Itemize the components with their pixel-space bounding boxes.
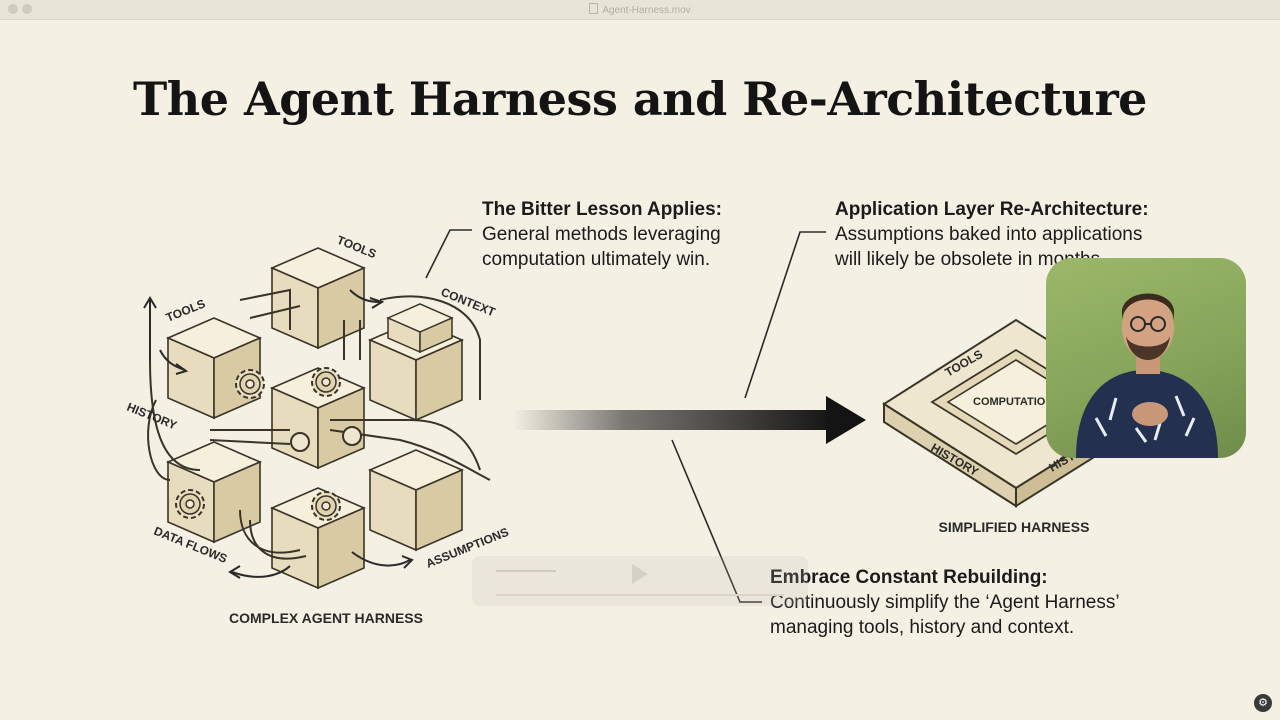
presenter-video (1076, 293, 1218, 458)
label-tools-top: TOOLS (335, 233, 378, 261)
label-tools-left: TOOLS (164, 296, 207, 324)
callout-text: Continuously simplify the ‘Agent Harness… (770, 592, 1120, 613)
gear-icon (311, 491, 341, 521)
gear-icon (311, 367, 341, 397)
complex-harness-illustration: TOOLS TOOLS CONTEXT HISTORY DATA FLOWS A… (125, 233, 511, 626)
callout-rebuilding: Embrace Constant Rebuilding: Continuousl… (770, 565, 1120, 640)
callout-text: General methods leveraging (482, 224, 721, 245)
document-icon (589, 3, 599, 14)
callout-text: will likely be obsolete in months. (835, 249, 1106, 270)
callout-text: computation ultimately win. (482, 249, 711, 270)
complex-harness-caption: COMPLEX AGENT HARNESS (229, 610, 423, 626)
callout-heading: Embrace Constant Rebuilding: (770, 567, 1048, 588)
minimize-window-button[interactable] (22, 4, 32, 14)
window-titlebar: Agent-Harness.mov (0, 0, 1280, 20)
player-controls-graphic (496, 564, 784, 596)
document-title-text: Agent-Harness.mov (602, 5, 691, 16)
callout-heading: The Bitter Lesson Applies: (482, 199, 722, 220)
webcam-overlay (1046, 258, 1246, 458)
close-window-button[interactable] (8, 4, 18, 14)
label-context: CONTEXT (439, 285, 498, 320)
callout-leader-lines (425, 229, 826, 603)
callout-app-layer: Application Layer Re-Architecture: Assum… (835, 197, 1149, 272)
video-player-controls[interactable] (472, 556, 808, 606)
play-icon[interactable] (632, 564, 648, 584)
player-settings-icon[interactable]: ⚙ (1254, 694, 1272, 712)
arrow-right-icon (512, 396, 866, 444)
gear-icon (175, 489, 205, 519)
cube-bottom-right (369, 449, 463, 551)
callout-heading: Application Layer Re-Architecture: (835, 199, 1149, 220)
callout-text: Assumptions baked into applications (835, 224, 1143, 245)
simplified-harness-caption: SIMPLIFIED HARNESS (939, 519, 1090, 535)
slide-title: The Agent Harness and Re-Architecture (133, 72, 1147, 126)
cube-top (271, 247, 365, 349)
scrub-bar[interactable] (496, 594, 784, 596)
callout-bitter-lesson: The Bitter Lesson Applies: General metho… (482, 197, 722, 272)
gear-icon (235, 369, 265, 399)
label-computation: COMPUTATION (973, 396, 1053, 408)
callout-text: managing tools, history and context. (770, 617, 1075, 638)
document-title: Agent-Harness.mov (0, 3, 1280, 16)
